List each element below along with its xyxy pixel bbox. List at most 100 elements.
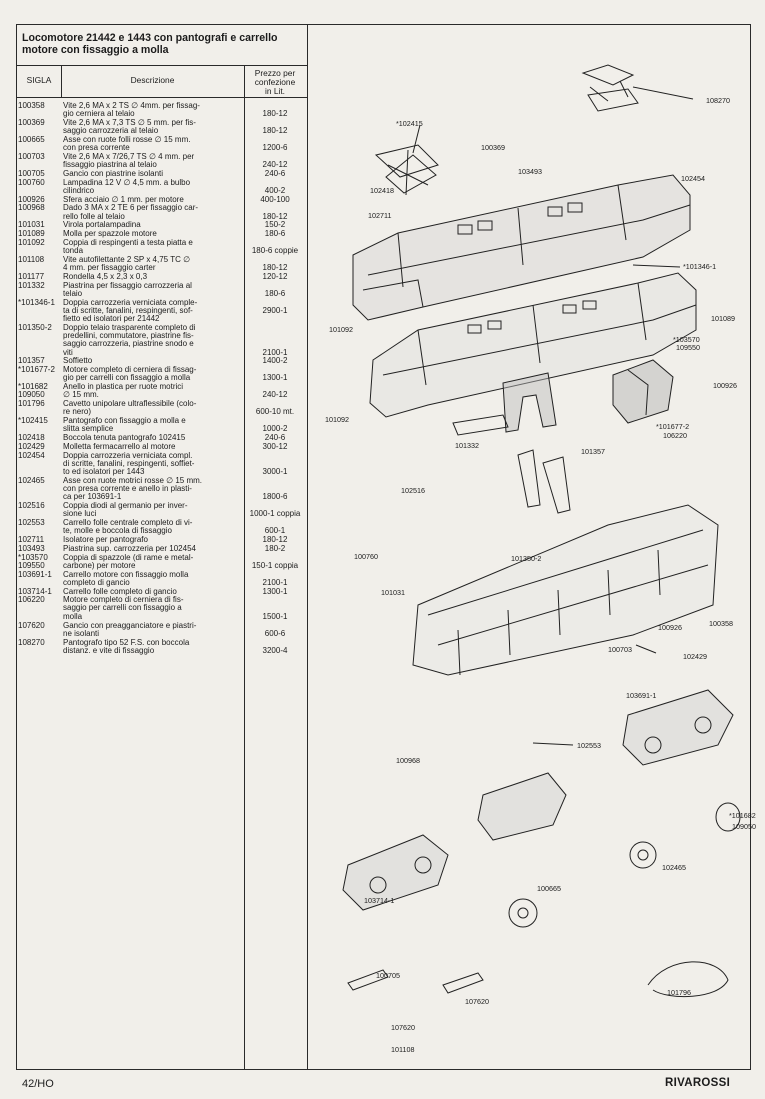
part-code: 101089 <box>18 229 45 239</box>
part-description: Anello in plastica per ruote motrici ∅ 1… <box>63 382 184 400</box>
part-code: 103691-1 <box>18 569 52 579</box>
page-title: Locomotore 21442 e 1443 con pantografi e… <box>22 32 278 56</box>
exploded-diagram: 108270 *102415 100369 103493 102454 1024… <box>308 25 756 1069</box>
label-106220: 106220 <box>663 431 687 440</box>
label-102418: 102418 <box>370 186 394 195</box>
part-price: 180-12 <box>262 535 288 545</box>
part-code: 108270 <box>18 637 45 647</box>
part-description: Coppia di respingenti a testa piatta e t… <box>63 237 193 256</box>
label-102454: 102454 <box>681 174 705 183</box>
part-description: Gancio con preagganciatore e piastri- ne… <box>63 620 197 638</box>
parts-list-column: Locomotore 21442 e 1443 con pantografi e… <box>17 25 308 1069</box>
part-code: 100358 <box>18 101 45 110</box>
part-code: 101332 <box>18 280 45 290</box>
pantograph-102415 <box>374 144 439 196</box>
part-price: 150-2 <box>264 220 286 230</box>
part-description: Carrello folle completo di gancio <box>63 586 177 596</box>
part-code: 101796 <box>18 399 45 409</box>
part-description: Coppia di spazzole (di rame e metal- car… <box>63 552 194 570</box>
part-code: *101346-1 <box>18 297 55 307</box>
part-description: Asse con ruote motrici rosse ∅ 15 mm. co… <box>63 475 203 502</box>
part-code: 101031 <box>18 220 45 230</box>
label-101089: 101089 <box>711 314 735 323</box>
part-price: 240-12 <box>262 160 288 170</box>
label-101682: *101682 <box>729 811 756 820</box>
exploded-parts-drawing <box>342 64 741 998</box>
part-price: 180-6 <box>264 288 286 298</box>
pantograph-108270 <box>581 64 694 112</box>
part-price: 150-1 coppia <box>251 560 299 570</box>
part-price: 300-12 <box>262 441 288 451</box>
part-description: Vite 2,6 MA x 7,3 TS ∅ 5 mm. per fis- sa… <box>63 118 196 136</box>
label-103714: 103714-1 <box>364 896 395 905</box>
part-code: 101177 <box>18 271 45 281</box>
part-price: 180-12 <box>262 126 288 136</box>
part-price: 600-1 <box>264 526 286 536</box>
cable-101796 <box>647 961 729 998</box>
label-103570: *103570 <box>673 335 700 344</box>
part-price: 2900-1 <box>262 305 288 315</box>
header-price: Prezzo per confezione in Lit. <box>254 68 296 96</box>
label-102465: 102465 <box>662 863 686 872</box>
part-code: *101682 109050 <box>18 382 48 400</box>
part-price: 240-6 <box>264 433 286 443</box>
part-code: 100369 <box>18 118 45 127</box>
part-price: 2100-1 <box>262 347 288 357</box>
part-price: 180-6 coppie <box>251 246 299 256</box>
part-description: Soffietto <box>63 356 93 366</box>
part-description: Vite 2,6 MA x 2 TS ∅ 4mm. per fissag- gi… <box>63 101 200 119</box>
bellows-101357 <box>502 372 557 433</box>
clip-plate-101332 <box>452 414 509 436</box>
label-103691: 103691-1 <box>626 691 657 700</box>
part-code: 102429 <box>18 441 45 451</box>
header-description: Descrizione <box>130 75 175 85</box>
coupler-100705 <box>347 969 389 991</box>
part-description: Vite 2,6 MA x 7/26,7 TS ∅ 4 mm. per fiss… <box>63 152 195 170</box>
page-number: 42/HO <box>22 1078 54 1090</box>
trailing-bogie-103714 <box>342 834 449 911</box>
label-101346: *101346-1 <box>683 262 717 271</box>
part-description: Molletta fermacarrello al motore <box>63 441 176 451</box>
part-code: *102415 <box>18 416 48 426</box>
label-101031: 101031 <box>381 588 405 597</box>
part-description: Rondella 4,5 x 2,3 x 0,3 <box>63 271 148 281</box>
part-code: 100665 <box>18 135 45 144</box>
part-price: 180-12 <box>262 109 288 119</box>
label-101677: *101677-2 <box>656 422 690 431</box>
part-price: 1300-1 <box>262 586 288 596</box>
label-109050: 109050 <box>732 822 756 831</box>
locomotive-body-102454 <box>352 174 691 321</box>
label-100358: 100358 <box>709 619 733 628</box>
part-price: 600-10 mt. <box>255 407 295 417</box>
part-description: Doppia carrozzeria verniciata comple- ta… <box>63 297 198 324</box>
part-description: Molla per spazzole motore <box>63 229 157 239</box>
part-description: Carrello motore con fissaggio molla comp… <box>63 569 189 587</box>
part-price: 120-12 <box>262 271 288 281</box>
label-100926: 100926 <box>713 381 737 390</box>
part-description: Coppia diodi al germanio per inver- sion… <box>63 501 188 519</box>
part-description: Piastrina per fissaggio carrozzeria al t… <box>63 280 192 298</box>
motor-bogie-103691 <box>622 689 734 766</box>
part-description: Motore completo di cerniera di fis- sagg… <box>63 595 184 621</box>
part-price: 1500-1 <box>262 611 288 621</box>
part-description: Dado 3 MA x 2 TE 6 per fissaggio car- re… <box>63 203 199 221</box>
part-price: 240-12 <box>262 390 288 400</box>
part-description: Doppia carrozzeria verniciata compl. di … <box>63 450 195 477</box>
part-code: 100703 <box>18 152 45 161</box>
catalog-frame: Locomotore 21442 e 1443 con pantografi e… <box>16 24 756 1070</box>
label-101092a: 101092 <box>329 325 353 334</box>
label-100968: 100968 <box>396 756 420 765</box>
part-price: 1000-2 <box>262 424 288 434</box>
part-code: 100968 <box>18 203 45 213</box>
part-description: Carrello folle centrale completo di vi- … <box>63 518 193 536</box>
part-description: Gancio con piastrine isolanti <box>63 169 164 178</box>
brand-name: RIVAROSSI <box>665 1077 731 1089</box>
label-100705: 100705 <box>376 971 400 980</box>
locomotive-body-101346 <box>369 272 697 418</box>
part-price: 400-2 <box>264 185 286 195</box>
label-107620b: 107620 <box>391 1023 415 1032</box>
part-code: 101108 <box>18 254 45 264</box>
part-description: Virola portalampadina <box>63 220 141 230</box>
part-description: Lampadina 12 V ∅ 4,5 mm. a bulbo cilindr… <box>63 177 191 195</box>
part-code: *103570 109550 <box>18 552 48 570</box>
